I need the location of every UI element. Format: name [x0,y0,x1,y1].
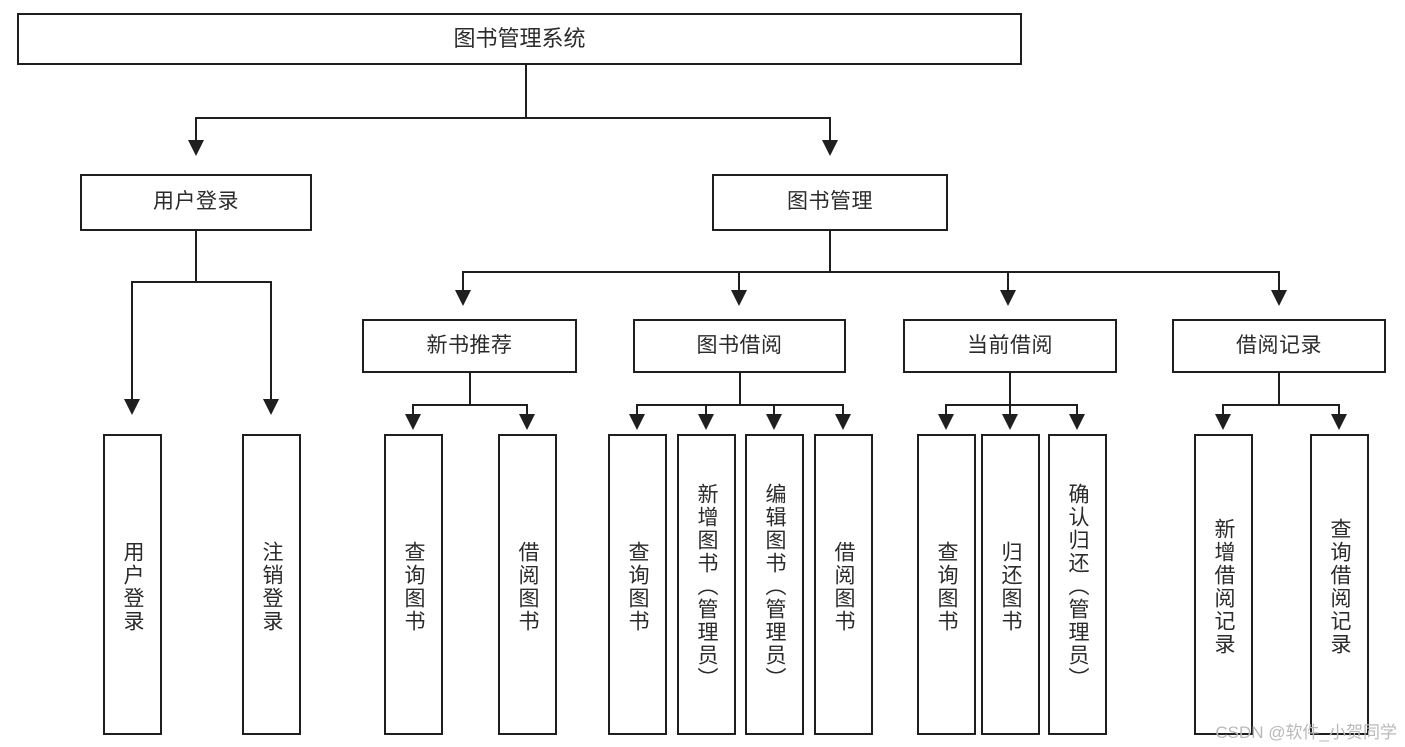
edge-bm-to-l3-2 [1007,271,1009,294]
leaf-bb-edit-book-admin[interactable]: 编辑图书（管理员） [745,434,804,735]
node-label: 编辑图书（管理员） [763,483,786,690]
edge-user-login-stem [195,231,197,282]
edge-bb-to-leaf-0 [636,404,638,418]
edge-root-stem [525,65,527,117]
arrow-br-to-leaf-0 [1215,414,1231,430]
edge-user-login-to-leaf-1 [270,281,272,403]
node-label: 查询借阅记录 [1328,517,1351,656]
arrow-cb-to-leaf-2 [1069,414,1085,430]
edge-cb-bus [945,404,1078,406]
node-user-login[interactable]: 用户登录 [80,174,312,231]
edge-user-login-bus [131,281,272,283]
leaf-cb-query-book[interactable]: 查询图书 [917,434,976,735]
node-label: 图书借阅 [696,333,783,357]
node-label: 图书管理系统 [453,26,586,52]
node-borrow-record[interactable]: 借阅记录 [1172,319,1386,373]
node-new-book-recommend[interactable]: 新书推荐 [362,319,577,373]
arrow-cb-to-leaf-0 [938,414,954,430]
node-label: 新增图书（管理员） [695,483,718,690]
edge-bm-to-l3-1 [738,271,740,294]
node-label: 归还图书 [999,540,1022,633]
node-label: 新增借阅记录 [1212,517,1235,656]
leaf-nbr-borrow-book[interactable]: 借阅图书 [498,434,557,735]
arrow-bb-to-leaf-3 [835,414,851,430]
arrow-br-to-leaf-1 [1331,414,1347,430]
edge-nbr-to-leaf-1 [526,404,528,418]
edge-nbr-stem [469,373,471,405]
node-label: 图书管理 [787,190,873,214]
edge-bb-to-leaf-2 [773,404,775,418]
arrow-root-to-book-management [822,140,838,156]
arrow-user-login-to-leaf-0 [124,399,140,415]
leaf-bb-add-book-admin[interactable]: 新增图书（管理员） [677,434,736,735]
edge-bb-bus [636,404,844,406]
node-current-borrow[interactable]: 当前借阅 [903,319,1117,373]
leaf-nbr-query-book[interactable]: 查询图书 [384,434,443,735]
edge-nbr-bus [412,404,528,406]
edge-br-to-leaf-1 [1338,404,1340,418]
leaf-cb-confirm-return-admin[interactable]: 确认归还（管理员） [1048,434,1107,735]
edge-bm-to-l3-0 [462,271,464,294]
csdn-watermark: CSDN @软件_小贺同学 [1215,723,1397,742]
leaf-user-login-login[interactable]: 用户登录 [103,434,162,735]
arrow-nbr-to-leaf-0 [405,414,421,430]
arrow-cb-to-leaf-1 [1002,414,1018,430]
edge-bb-to-leaf-3 [842,404,844,418]
arrow-bb-to-leaf-0 [629,414,645,430]
leaf-user-login-logout[interactable]: 注销登录 [242,434,301,735]
arrow-bb-to-leaf-1 [698,414,714,430]
edge-root-to-book-management [829,117,831,145]
edge-root-to-user-login [195,117,197,145]
edge-br-bus [1222,404,1340,406]
edge-bb-to-leaf-1 [705,404,707,418]
node-label: 确认归还（管理员） [1066,483,1089,690]
edge-br-stem [1278,373,1280,405]
edge-user-login-to-leaf-0 [131,281,133,403]
arrow-bm-to-l3-2 [1000,290,1016,306]
edge-bb-stem [739,373,741,405]
leaf-bb-query-book[interactable]: 查询图书 [608,434,667,735]
node-label: 借阅记录 [1236,333,1322,357]
node-label: 查询图书 [402,540,425,633]
node-label: 借阅图书 [516,540,539,633]
edge-cb-to-leaf-2 [1076,404,1078,418]
edge-br-to-leaf-0 [1222,404,1224,418]
arrow-user-login-to-leaf-1 [263,399,279,415]
leaf-bb-borrow-book[interactable]: 借阅图书 [814,434,873,735]
edge-bm-to-l3-3 [1278,271,1280,294]
edge-book-management-bus [462,271,1280,273]
edge-cb-stem [1009,373,1011,405]
edge-cb-to-leaf-0 [945,404,947,418]
leaf-cb-return-book[interactable]: 归还图书 [981,434,1040,735]
node-label: 用户登录 [121,540,144,633]
leaf-br-query-record[interactable]: 查询借阅记录 [1310,434,1369,735]
node-book-borrow[interactable]: 图书借阅 [633,319,846,373]
edge-book-management-stem [829,231,831,272]
node-label: 当前借阅 [967,333,1053,357]
edge-cb-to-leaf-1 [1009,404,1011,418]
arrow-root-to-user-login [188,140,204,156]
arrow-bm-to-l3-0 [455,290,471,306]
node-book-management[interactable]: 图书管理 [712,174,948,231]
node-root-book-management-system[interactable]: 图书管理系统 [17,13,1022,65]
leaf-br-add-record[interactable]: 新增借阅记录 [1194,434,1253,735]
node-label: 注销登录 [260,540,283,633]
arrow-bm-to-l3-1 [731,290,747,306]
edge-root-bus [196,117,831,119]
arrow-bm-to-l3-3 [1271,290,1287,306]
node-label: 查询图书 [935,540,958,633]
node-label: 查询图书 [626,540,649,633]
node-label: 借阅图书 [832,540,855,633]
node-label: 新书推荐 [426,333,513,357]
node-label: 用户登录 [153,190,239,214]
arrow-bb-to-leaf-2 [766,414,782,430]
arrow-nbr-to-leaf-1 [519,414,535,430]
edge-nbr-to-leaf-0 [412,404,414,418]
